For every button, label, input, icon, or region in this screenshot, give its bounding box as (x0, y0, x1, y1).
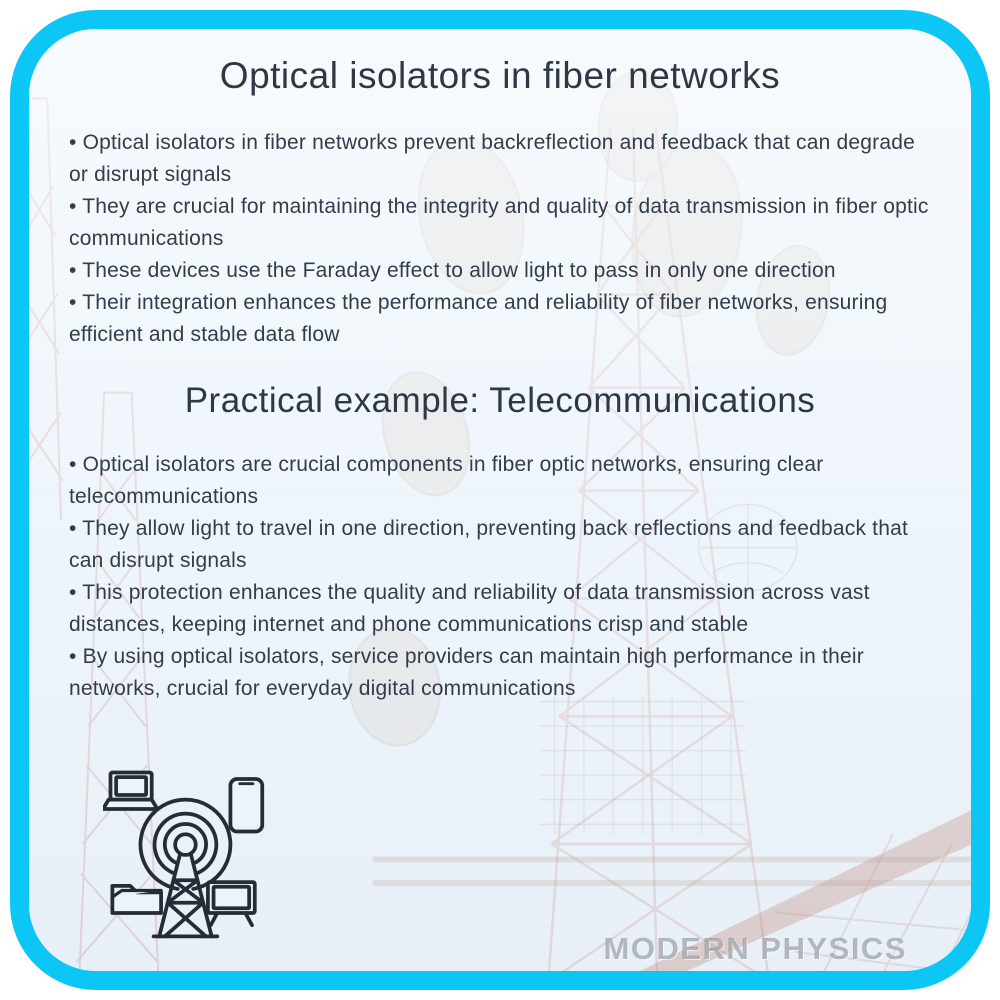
section-heading-practical-example: Practical example: Telecommunications (184, 381, 816, 420)
bullet-item: • They allow light to travel in one dire… (69, 517, 909, 572)
bullet-item: • They are crucial for maintaining the i… (69, 195, 929, 250)
bullet-item: • Optical isolators in fiber networks pr… (69, 131, 915, 186)
laptop-icon (101, 770, 160, 811)
folder-icon (110, 883, 163, 915)
content-area: Optical isolators in fiber networks • Op… (29, 55, 971, 705)
bullet-item: • Optical isolators are crucial componen… (69, 453, 824, 508)
signal-arcs-icon (138, 797, 233, 891)
page-title: Optical isolators in fiber networks (219, 55, 781, 96)
radio-tower-icon (151, 853, 220, 939)
smartphone-icon (228, 777, 265, 834)
bullet-item: • By using optical isolators, service pr… (69, 645, 864, 700)
infographic-card: Optical isolators in fiber networks • Op… (10, 10, 990, 990)
tv-icon (206, 880, 257, 928)
bullet-item: • Their integration enhances the perform… (69, 291, 888, 346)
example-bullet-list: • Optical isolators are crucial componen… (69, 449, 931, 705)
broadcast-tower-devices-icon (101, 769, 281, 953)
intro-bullet-list: • Optical isolators in fiber networks pr… (69, 127, 931, 351)
watermark-modern-physics: MODERN PHYSICS (603, 931, 907, 966)
antenna-hub-icon (173, 832, 198, 857)
bullet-item: • These devices use the Faraday effect t… (69, 259, 836, 282)
bullet-item: • This protection enhances the quality a… (69, 581, 870, 636)
